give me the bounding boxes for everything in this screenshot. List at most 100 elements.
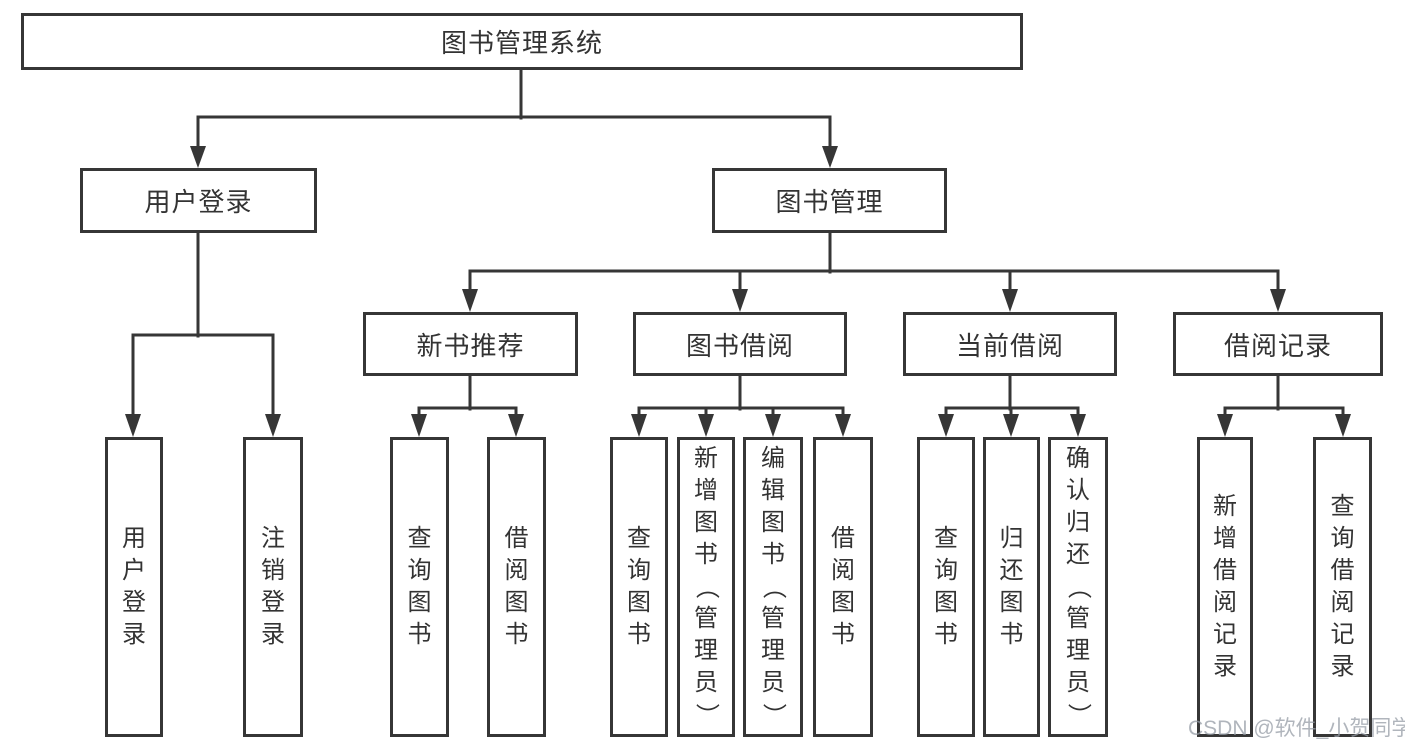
leaf-label-char: 书 xyxy=(407,621,432,648)
arrowhead-icon xyxy=(1335,414,1351,437)
leaf-label-char: （ xyxy=(1065,575,1092,599)
leaf-label-char: 书 xyxy=(694,541,718,568)
arrowhead-icon xyxy=(1003,414,1019,437)
arrowhead-icon xyxy=(1217,414,1233,437)
leaf-label-char: 记 xyxy=(1213,621,1237,648)
leaf-label-char: ） xyxy=(693,703,720,727)
leaf-label-char: 查 xyxy=(627,525,651,552)
leaf-label-char: 查 xyxy=(1330,493,1355,520)
leaf-label-char: ） xyxy=(760,703,787,727)
arrowhead-icon xyxy=(822,146,838,168)
leaf-label-char: 理 xyxy=(1066,637,1090,664)
leaf-borrow-books-1: 借阅图书 xyxy=(487,437,546,737)
leaf-label-char: 增 xyxy=(694,477,718,504)
leaf-query-borrow-record: 查询借阅记录 xyxy=(1313,437,1372,737)
leaf-label-char: 理 xyxy=(694,637,718,664)
leaf-logout: 注销登录 xyxy=(243,437,303,737)
leaf-label-char: 图 xyxy=(999,589,1024,616)
leaf-label-char: 书 xyxy=(934,621,958,648)
leaf-label-char: 销 xyxy=(261,557,285,584)
leaf-label-char: 书 xyxy=(627,621,651,648)
arrowhead-icon xyxy=(508,414,524,437)
arrowhead-icon xyxy=(190,146,206,168)
leaf-label-char: 书 xyxy=(831,621,855,648)
leaf-label-char: 图 xyxy=(934,589,958,616)
leaf-label-char: 管 xyxy=(1066,605,1090,632)
leaf-label-char: 员 xyxy=(761,669,785,696)
leaf-label-char: 阅 xyxy=(504,557,529,584)
leaf-label-char: 图 xyxy=(504,589,529,616)
leaf-add-borrow-record: 新增借阅记录 xyxy=(1197,437,1253,737)
node-borrowing-records-label: 借阅记录 xyxy=(1223,330,1332,361)
connector-new-book-to-leaves xyxy=(411,374,524,437)
leaf-label-char: 新 xyxy=(1213,493,1237,520)
node-current-borrowing-label: 当前借阅 xyxy=(955,330,1064,361)
connector-book-mgmt-to-level3 xyxy=(462,231,1286,312)
arrowhead-icon xyxy=(265,414,281,437)
leaf-label-char: 图 xyxy=(627,589,651,616)
node-root: 图书管理系统 xyxy=(21,13,1023,70)
arrowhead-icon xyxy=(732,289,748,312)
arrowhead-icon xyxy=(631,414,647,437)
leaf-label-char: 图 xyxy=(407,589,432,616)
leaf-label-char: 编 xyxy=(761,445,785,472)
leaf-label-char: 图 xyxy=(694,509,718,536)
leaf-label-char: 登 xyxy=(122,589,146,616)
leaf-label-char: ） xyxy=(1065,703,1092,727)
leaf-label-char: 阅 xyxy=(1330,589,1355,616)
node-book-borrowing: 图书借阅 xyxy=(633,312,847,376)
node-root-label: 图书管理系统 xyxy=(440,28,603,58)
leaf-label-char: 图 xyxy=(761,509,785,536)
leaf-label-char: 阅 xyxy=(831,557,855,584)
leaf-label-char: 归 xyxy=(999,525,1024,552)
leaf-label-char: 录 xyxy=(261,621,285,648)
leaf-label-char: 书 xyxy=(761,541,785,568)
connector-root-to-level2 xyxy=(190,68,838,168)
leaf-borrow-books-2: 借阅图书 xyxy=(813,437,873,737)
arrowhead-icon xyxy=(411,414,427,437)
csdn-watermark: CSDN @软件_小贺同学 xyxy=(1188,717,1405,740)
leaf-label-char: 录 xyxy=(1213,653,1237,680)
node-current-borrowing: 当前借阅 xyxy=(903,312,1117,376)
leaf-label-char: 记 xyxy=(1330,621,1355,648)
leaf-label-char: 确 xyxy=(1066,445,1090,472)
node-new-book-recommend-label: 新书推荐 xyxy=(416,330,525,361)
arrowhead-icon xyxy=(462,289,478,312)
leaf-label-char: 归 xyxy=(1066,509,1090,536)
leaf-label-char: 询 xyxy=(627,557,651,584)
node-user-login: 用户登录 xyxy=(80,168,317,233)
connector-book-borrow-to-leaves xyxy=(631,374,851,437)
leaf-query-books-1: 查询图书 xyxy=(390,437,449,737)
leaf-label-char: 管 xyxy=(761,605,785,632)
node-user-login-label: 用户登录 xyxy=(144,187,253,217)
leaf-label-char: 还 xyxy=(999,557,1024,584)
leaf-label-char: 书 xyxy=(999,621,1024,648)
leaf-label-char: 注 xyxy=(261,525,285,552)
leaf-label-char: 员 xyxy=(694,669,718,696)
leaf-edit-books-admin: 编辑图书（管理员） xyxy=(743,437,803,737)
leaf-label-char: 增 xyxy=(1213,525,1237,552)
arrowhead-icon xyxy=(835,414,851,437)
leaf-label-char: 询 xyxy=(407,557,432,584)
leaf-label-char: （ xyxy=(760,575,787,599)
leaf-label-char: （ xyxy=(693,575,720,599)
leaf-return-books: 归还图书 xyxy=(983,437,1040,737)
arrowhead-icon xyxy=(1002,289,1018,312)
leaf-label-char: 询 xyxy=(1330,525,1355,552)
leaf-label-char: 新 xyxy=(694,445,718,472)
leaf-label-char: 借 xyxy=(831,525,855,552)
node-borrowing-records: 借阅记录 xyxy=(1173,312,1383,376)
leaf-label-char: 查 xyxy=(934,525,958,552)
leaf-user-login: 用户登录 xyxy=(105,437,163,737)
node-book-management: 图书管理 xyxy=(712,168,947,233)
leaf-query-books-2: 查询图书 xyxy=(610,437,668,737)
arrowhead-icon xyxy=(1070,414,1086,437)
leaf-label-char: 用 xyxy=(122,525,146,552)
leaf-add-books-admin: 新增图书 （ 管理员 ） xyxy=(677,437,735,737)
leaf-label-char: 录 xyxy=(1330,653,1355,680)
leaf-label-char: 管 xyxy=(694,605,718,632)
leaf-label-char: 借 xyxy=(1213,557,1237,584)
leaf-label-char: 书 xyxy=(504,621,529,648)
